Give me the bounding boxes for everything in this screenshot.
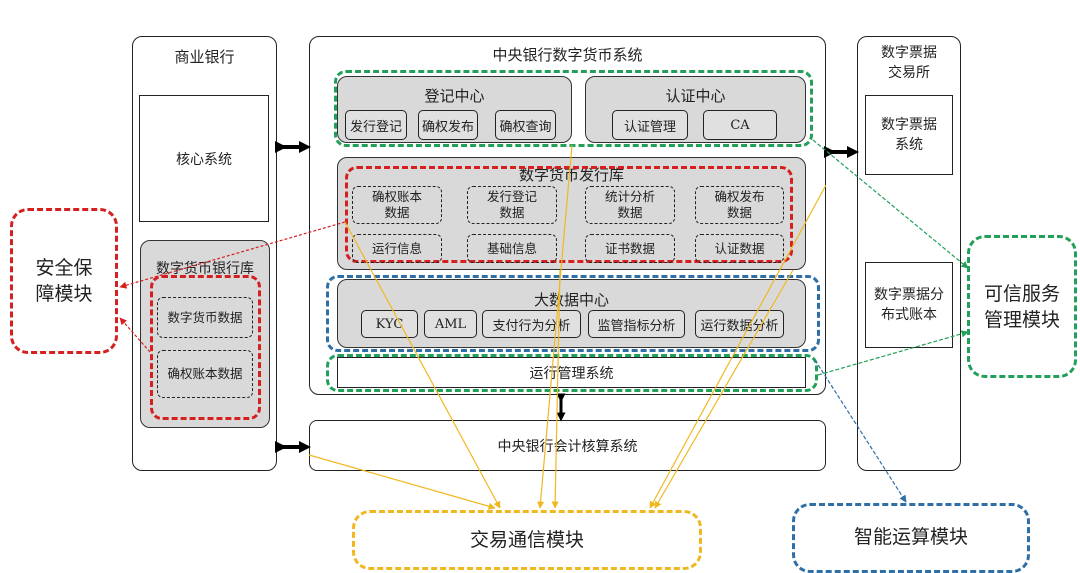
payment-behavior-analysis: 支付行为分析: [482, 310, 581, 338]
ops-green-frame: [326, 354, 818, 392]
top-green-frame: [334, 70, 813, 147]
ownership-publish: 确权发布: [418, 110, 478, 140]
digital-bill-system: 数字票据系统: [865, 95, 953, 175]
ca: CA: [703, 110, 777, 140]
auth-management: 认证管理: [612, 110, 688, 140]
issuance-red-frame: [345, 166, 793, 263]
vault-item: 发行登记数据: [467, 186, 557, 224]
bank-vault-title: 数字货币银行库: [156, 261, 254, 277]
green-arrows: [812, 139, 969, 376]
vault-item: 确权账本数据: [352, 186, 442, 224]
exchange-title-2: 交易所: [888, 65, 930, 81]
core-system-box: 核心系统: [139, 95, 269, 222]
yellow-arrows: [308, 144, 827, 510]
issue-registration: 发行登记: [345, 110, 407, 140]
operation-data-analysis: 运行数据分析: [695, 310, 784, 338]
black-double-arrows: [275, 141, 859, 453]
digital-bill-ledger: 数字票据分布式账本: [865, 262, 953, 348]
aml: AML: [424, 310, 477, 338]
ownership-ledger-data: 确权账本数据: [157, 350, 253, 398]
bigdata-title: 大数据中心: [533, 291, 609, 309]
blue-arrow: [814, 359, 907, 503]
vault-item: 基础信息: [467, 234, 557, 263]
ownership-query: 确权查询: [495, 110, 556, 140]
connector-layer: [119, 139, 969, 510]
trusted-service-module: 可信服务管理模块: [967, 235, 1077, 378]
commercial-bank-title: 商业银行: [174, 48, 235, 66]
issuance-vault-title: 数字货币发行库: [518, 166, 624, 184]
exchange-title: 数字票据交易所: [858, 43, 960, 83]
vault-item: 认证数据: [695, 234, 784, 263]
red-arrows: [119, 221, 346, 353]
bank-vault-red-frame: [150, 275, 261, 420]
bigdata-blue-frame: [326, 275, 820, 352]
kyc: KYC: [361, 310, 418, 338]
issuance-vault: 数字货币发行库: [337, 157, 806, 270]
vault-item: 统计分析数据: [585, 186, 675, 224]
registration-title: 登记中心: [424, 87, 485, 105]
vault-item: 运行信息: [352, 234, 442, 263]
digital-currency-data: 数字货币数据: [157, 297, 253, 338]
vault-item: 证书数据: [585, 234, 675, 263]
security-module: 安全保障模块: [10, 208, 118, 354]
exchange-title-1: 数字票据: [881, 45, 937, 61]
accounting-system: 中央银行会计核算系统: [309, 420, 826, 471]
auth-title: 认证中心: [665, 87, 726, 105]
vault-item: 确权发布数据: [695, 186, 784, 224]
central-system-title: 中央银行数字货币系统: [492, 46, 643, 64]
regulatory-indicator-analysis: 监管指标分析: [588, 310, 685, 338]
